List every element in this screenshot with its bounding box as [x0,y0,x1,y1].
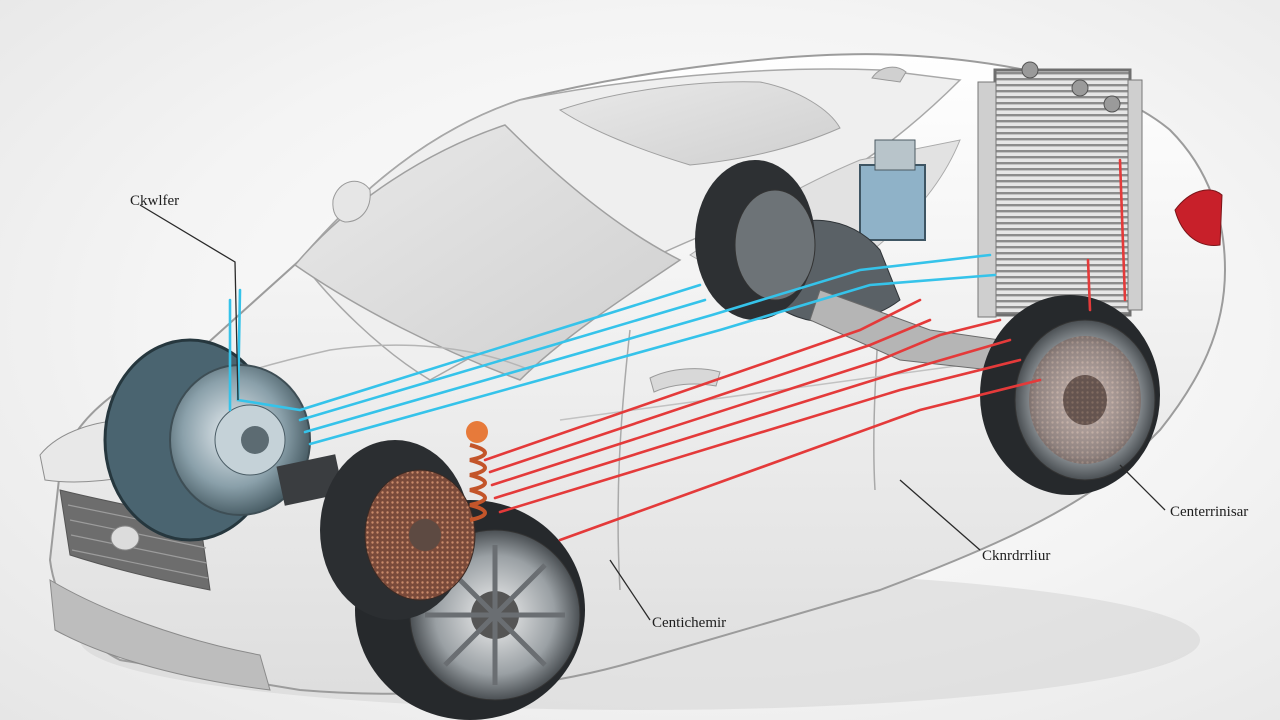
hot-line-3 [490,318,1002,487]
label-right: Centerrinisar [1170,504,1248,520]
side-mirror [332,180,371,223]
taillight [1174,189,1223,246]
hot-line-5 [498,358,1022,514]
brake-disc [320,440,476,620]
shark-antenna [871,66,907,83]
sunroof [558,81,841,166]
hot-coolant-lines [483,158,1127,542]
cold-coolant-lines [228,253,997,446]
hot-line-8 [1118,158,1127,302]
hot-line-7 [1086,258,1092,312]
brand-emblem [110,525,140,551]
label-bottom: Centichemir [652,615,726,631]
rear-upper-wheel [695,160,816,320]
coil-spring [466,421,488,522]
leader-lines [139,204,1166,621]
label-top-left: Ckwlfer [130,193,179,209]
hot-line-1 [483,298,922,462]
hot-line-6 [558,378,1042,542]
hot-line-2 [488,318,932,474]
turbo-housing [103,338,344,542]
cold-line-3 [303,253,992,434]
cold-line-1 [236,283,702,412]
door-handle [649,368,721,393]
hot-line-4 [493,338,1012,500]
rear-wheel [980,295,1160,495]
label-center-right: Cknrdrrliur [982,548,1050,564]
lower-bumper [49,579,271,691]
cold-line-4 [308,273,997,446]
cold-line-2 [298,298,707,422]
radiator [977,61,1143,318]
